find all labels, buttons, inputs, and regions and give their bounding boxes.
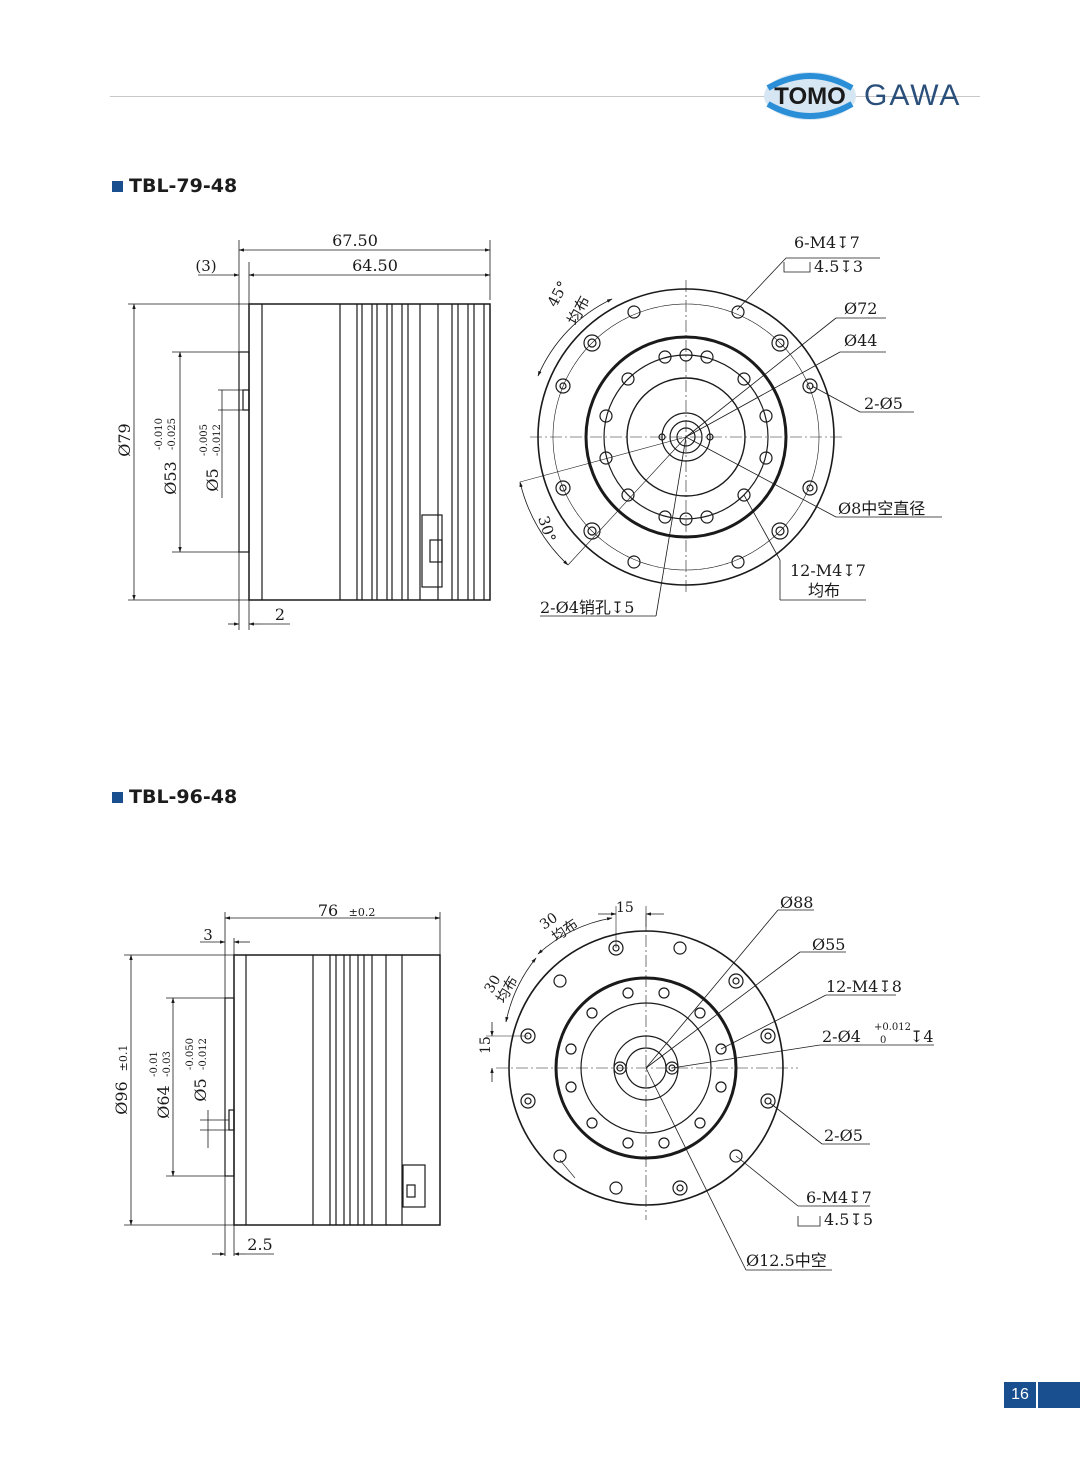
pin-depth: 5 <box>624 598 634 617</box>
holes-2: 2-Ø5 <box>864 394 903 413</box>
dim-body-length: 64.50 <box>352 256 398 275</box>
thread-6-depth: 7 <box>850 233 860 252</box>
thread-6: 6-M4 <box>806 1188 848 1207</box>
side-view-tbl-96-48 <box>124 912 441 1256</box>
angle-30-left: 30 <box>482 973 505 996</box>
model-title-tbl-96-48: TBL-96-48 <box>112 786 237 808</box>
dim-shaft-tol-upper: -0.050 <box>185 1038 196 1070</box>
pin-tol-lower: 0 <box>880 1035 886 1046</box>
hollow-dia: Ø12.5中空 <box>746 1251 827 1270</box>
thread-12-label: 12-M4↧8 <box>826 977 902 996</box>
header-rule <box>110 96 980 97</box>
dim-pilot-tol-upper: -0.010 <box>154 418 165 450</box>
thread-12-label: 12-M4↧7 <box>790 561 866 580</box>
depth-symbol-icon: ↧ <box>839 257 852 276</box>
depth-symbol-icon: ↧ <box>878 977 891 996</box>
pin-holes: 2-Ø4 <box>822 1027 861 1046</box>
cbore-depth: 5 <box>863 1210 873 1229</box>
side-view-tbl-79-48 <box>128 240 491 630</box>
dim-pilot-dia: Ø64 <box>154 1085 173 1118</box>
thread-6-depth: 7 <box>862 1188 872 1207</box>
dim-15-top: 15 <box>616 900 634 916</box>
dim-pilot-tol-lower: -0.025 <box>167 418 178 450</box>
pin-tol-upper: +0.012 <box>874 1022 911 1033</box>
dim-outer-tol: ±0.1 <box>117 1045 130 1072</box>
front-view-tbl-96-48 <box>486 906 934 1271</box>
cbore-depth: 3 <box>853 257 863 276</box>
thread-12: 12-M4 <box>790 561 842 580</box>
title-bullet-icon <box>112 180 123 192</box>
logo-wordmark: GAWA <box>864 79 962 112</box>
dia-44: Ø44 <box>844 331 877 350</box>
dim-bottom: 2 <box>275 605 285 624</box>
thread-6-label: 6-M4↧7 <box>794 233 860 252</box>
angle-45: 45° <box>544 278 572 310</box>
dim-shaft-tol-lower: -0.012 <box>212 424 223 456</box>
depth-symbol-icon: ↧ <box>848 1188 861 1207</box>
thread-12-note: 均布 <box>808 581 840 600</box>
cbore: 4.5 <box>824 1210 849 1229</box>
page-bar <box>1038 1382 1080 1408</box>
front-view-tbl-79-48 <box>519 257 942 617</box>
dim-shaft-tol-lower: -0.012 <box>198 1038 209 1070</box>
pin-depth-label: ↧4 <box>910 1027 934 1046</box>
dia-72: Ø72 <box>844 299 877 318</box>
dim-pilot-tol-upper: -0.01 <box>149 1051 160 1077</box>
dim-overall-length: 67.50 <box>332 231 378 250</box>
logo-mark-icon: TOMO <box>764 72 856 120</box>
pin-depth: 4 <box>923 1027 933 1046</box>
pin-holes: 2-Ø4销孔 <box>540 598 611 617</box>
dim-pilot-dia: Ø53 <box>161 461 180 494</box>
title-bullet-icon <box>112 791 123 803</box>
dim-outer-dia: Ø96 <box>112 1081 131 1114</box>
angle-30: 30° <box>534 514 559 545</box>
cbore-label: 4.5↧3 <box>814 257 863 276</box>
brand-logo: TOMO GAWA <box>762 70 961 122</box>
dim-outer-dia: Ø79 <box>115 423 134 456</box>
dia-55: Ø55 <box>812 935 845 954</box>
dim-15-left: 15 <box>478 1036 494 1054</box>
dim-flange-offset: (3) <box>195 257 216 275</box>
model-title-text: TBL-96-48 <box>129 786 238 808</box>
depth-symbol-icon: ↧ <box>836 233 849 252</box>
dim-shaft-dia: Ø5 <box>203 468 222 491</box>
model-title-tbl-79-48: TBL-79-48 <box>112 175 237 197</box>
dim-overall-length: 76 <box>318 901 338 920</box>
thread-6-label: 6-M4↧7 <box>806 1188 872 1207</box>
dim-flange-offset: 3 <box>203 926 213 944</box>
dim-shaft-tol-upper: -0.005 <box>199 424 210 456</box>
logo-text: TOMO <box>774 83 846 110</box>
depth-symbol-icon: ↧ <box>842 561 855 580</box>
dim-bottom: 2.5 <box>247 1235 272 1254</box>
thread-12: 12-M4 <box>826 977 878 996</box>
thread-6: 6-M4 <box>794 233 836 252</box>
pin-holes-label: 2-Ø4销孔↧5 <box>540 598 634 617</box>
holes-2: 2-Ø5 <box>824 1126 863 1145</box>
depth-symbol-icon: ↧ <box>910 1027 923 1046</box>
dia-88: Ø88 <box>780 893 813 912</box>
dim-overall-tol: ±0.2 <box>349 906 376 919</box>
page-number: 16 <box>1004 1382 1036 1408</box>
thread-12-depth: 7 <box>856 561 866 580</box>
depth-symbol-icon: ↧ <box>849 1210 862 1229</box>
model-title-text: TBL-79-48 <box>129 175 238 197</box>
angle-45-note: 均布 <box>564 293 594 328</box>
cbore-label: 4.5↧5 <box>824 1210 873 1229</box>
thread-12-depth: 8 <box>892 977 902 996</box>
hollow-dia: Ø8中空直径 <box>838 499 925 518</box>
dim-pilot-tol-lower: -0.03 <box>162 1051 173 1077</box>
cbore: 4.5 <box>814 257 839 276</box>
dim-shaft-dia: Ø5 <box>191 1078 210 1101</box>
depth-symbol-icon: ↧ <box>611 598 624 617</box>
